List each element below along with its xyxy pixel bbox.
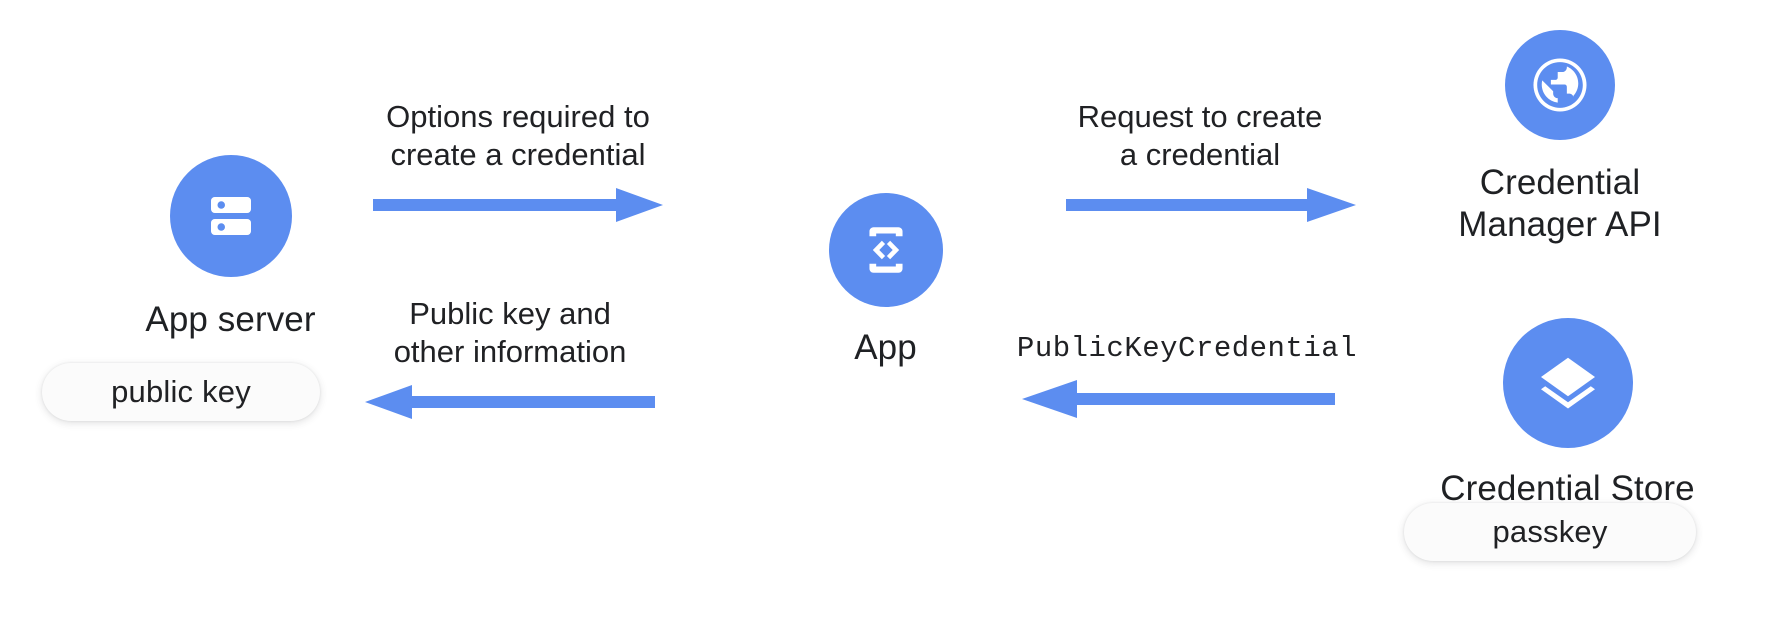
credential-manager-api-circle <box>1505 30 1615 140</box>
app-label: App <box>854 328 917 367</box>
arrow-left-icon <box>365 385 655 419</box>
flow-options-required: Options required to create a credential <box>368 98 668 226</box>
flow-public-key-return-caption: Public key and other information <box>393 296 627 369</box>
public-key-chip-label: public key <box>111 374 251 409</box>
public-key-chip[interactable]: public key <box>42 363 320 421</box>
node-credential-store[interactable]: Credential Store <box>1440 318 1695 510</box>
passkey-chip-label: passkey <box>1492 514 1608 549</box>
flow-public-key-credential: PublicKeyCredential <box>1017 330 1357 420</box>
arrow-left-icon <box>1022 380 1335 418</box>
app-server-label: App server <box>145 300 316 339</box>
node-app-server[interactable]: App server <box>128 155 333 341</box>
flow-request-to-create-caption: Request to create a credential <box>1077 99 1323 172</box>
app-circle <box>828 193 943 307</box>
layers-stack-icon <box>1540 357 1595 409</box>
app-code-phone-icon <box>868 227 903 273</box>
flow-public-key-return: Public key and other information <box>360 295 660 423</box>
credential-manager-api-label: Credential Manager API <box>1458 163 1662 244</box>
flow-options-required-caption: Options required to create a credential <box>386 99 650 172</box>
flow-request-to-create: Request to create a credential <box>1040 98 1360 226</box>
node-app[interactable]: App <box>798 193 973 369</box>
server-icon <box>210 197 251 235</box>
arrow-right-icon <box>373 188 663 222</box>
credential-store-label: Credential Store <box>1440 469 1695 508</box>
node-credential-manager-api[interactable]: Credential Manager API <box>1430 30 1690 246</box>
diagram-title: Passkey creation flow between App server… <box>0 0 1 1</box>
passkey-chip[interactable]: passkey <box>1404 503 1696 561</box>
flow-public-key-credential-caption: PublicKeyCredential <box>1016 332 1358 365</box>
arrow-right-icon <box>1066 188 1356 222</box>
credential-store-circle <box>1502 318 1633 448</box>
globe-language-icon <box>1533 58 1587 112</box>
app-server-circle <box>169 155 292 277</box>
